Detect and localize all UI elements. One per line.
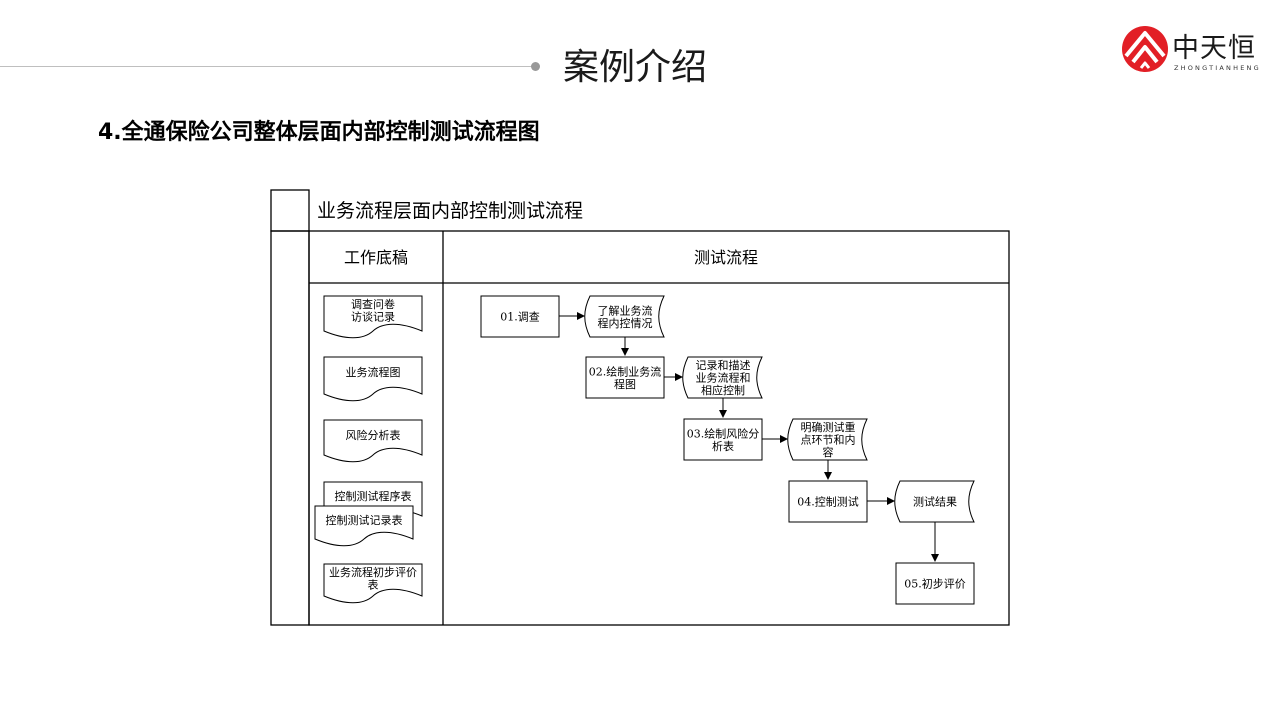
process-output-label: 容 — [823, 445, 834, 459]
process-step-label: 04.控制测试 — [797, 495, 859, 509]
process-output-label: 了解业务流 — [598, 303, 653, 317]
process-output-label: 点环节和内 — [801, 433, 856, 447]
process-step-box — [788, 480, 868, 523]
logo-sub-text: ZHONGTIANHENG — [1174, 64, 1261, 72]
workpaper-doc-label: 访谈记录 — [351, 310, 395, 323]
pool-title-corner — [270, 189, 310, 232]
process-step-box — [585, 356, 665, 399]
workpaper-doc — [323, 419, 423, 463]
swimlane-frame — [308, 230, 1010, 626]
header-divider-line — [0, 66, 532, 67]
workpaper-doc-label: 控制测试程序表 — [335, 489, 412, 503]
flow-shapes: 调查问卷访谈记录业务流程图风险分析表控制测试程序表控制测试记录表业务流程初步评价… — [314, 295, 975, 605]
process-step-label: 02.绘制业务流 — [589, 364, 662, 378]
process-step-label: 程图 — [614, 378, 636, 391]
process-step-label: 01.调查 — [500, 310, 540, 324]
logo-brand-text: 中天恒 — [1172, 33, 1256, 64]
process-step-box — [895, 562, 975, 605]
process-step-label: 03.绘制风险分 — [687, 426, 760, 440]
lane-header-workpapers: 工作底稿 — [344, 248, 408, 267]
workpaper-doc-label: 风险分析表 — [346, 428, 401, 442]
workpaper-doc-label: 调查问卷 — [351, 297, 395, 311]
header-divider-dot — [531, 62, 540, 71]
diagram-title: 业务流程层面内部控制测试流程 — [317, 200, 583, 222]
process-output-shape — [894, 480, 975, 523]
process-output-label: 记录和描述 — [696, 358, 751, 372]
process-step-label: 析表 — [712, 439, 734, 453]
lane-header-test-process: 测试流程 — [694, 248, 758, 267]
logo-emblem-icon — [1122, 26, 1168, 72]
section-subtitle: 4.全通保险公司整体层面内部控制测试流程图 — [98, 120, 540, 145]
workpaper-doc-label: 业务流程图 — [346, 365, 401, 379]
process-output-label: 程内控情况 — [598, 316, 653, 330]
workpaper-doc-label: 控制测试记录表 — [326, 513, 403, 527]
process-output-shape — [584, 295, 665, 338]
workpaper-doc-label: 业务流程初步评价 — [329, 565, 417, 579]
workpaper-doc — [323, 295, 423, 339]
process-output-shape — [682, 356, 763, 399]
process-output-label: 明确测试重 — [801, 420, 856, 434]
process-step-box — [683, 418, 763, 461]
process-output-label: 测试结果 — [913, 496, 957, 509]
page-title: 案例介绍 — [563, 47, 708, 88]
process-output-shape — [787, 418, 868, 461]
process-output-label: 业务流程和 — [696, 371, 751, 385]
process-step-label: 05.初步评价 — [904, 577, 966, 591]
workpaper-doc — [323, 356, 423, 402]
process-step-box — [480, 295, 560, 338]
workpaper-doc — [323, 563, 423, 604]
workpaper-doc-label: 表 — [368, 577, 379, 591]
pool-side-bar — [270, 230, 310, 626]
workpaper-doc — [314, 505, 414, 547]
company-logo: 中天恒 ZHONGTIANHENG — [1120, 24, 1259, 76]
process-output-label: 相应控制 — [701, 383, 745, 397]
